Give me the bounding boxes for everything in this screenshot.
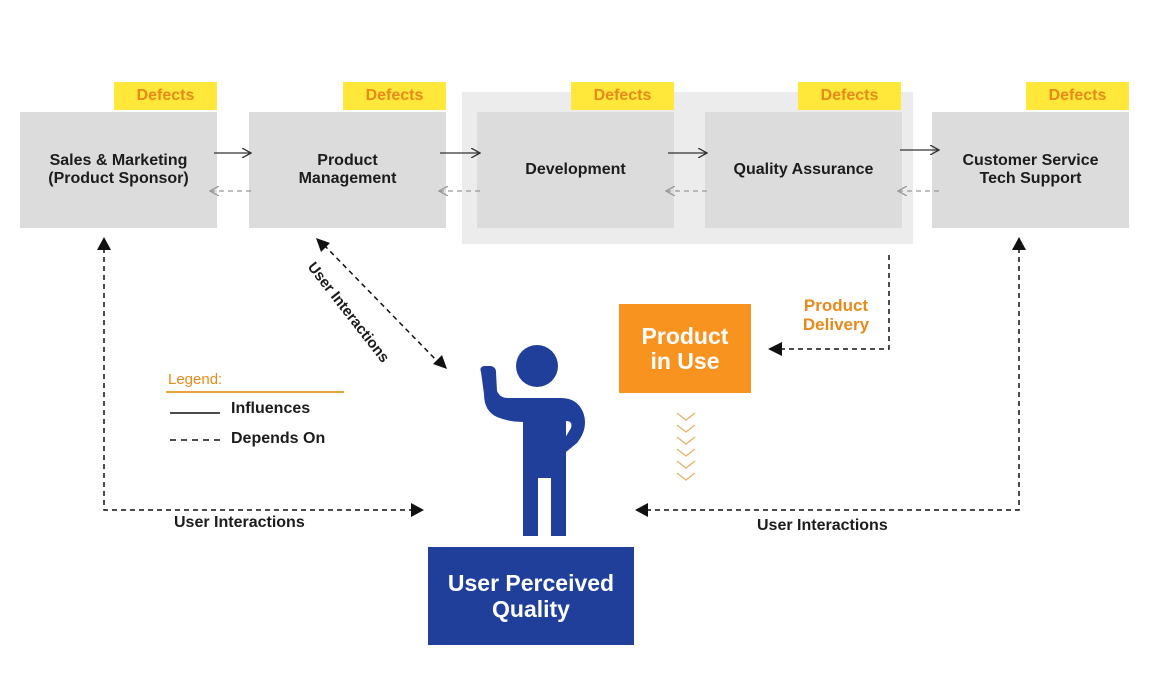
stage-label-line2: Tech Support <box>979 170 1082 187</box>
user-interactions-left-label: User Interactions <box>174 514 305 531</box>
stage-label-line1: Quality Assurance <box>733 161 874 178</box>
defect-tag-product-management: Defects <box>343 82 446 110</box>
person-icon <box>480 345 585 536</box>
product-delivery-label: Product Delivery <box>790 296 882 334</box>
influence-arrows <box>214 150 939 153</box>
product-delivery-line2: Delivery <box>802 315 870 334</box>
upq-line1: User Perceived <box>447 570 615 596</box>
diagonal-user-interaction-arrow <box>316 238 447 369</box>
stage-label-line2: Management <box>298 170 397 187</box>
product-in-use-line2: in Use <box>650 347 720 374</box>
stage-label-line2: (Product Sponsor) <box>48 170 189 187</box>
legend-title: Legend: <box>168 371 223 388</box>
left-user-interaction-arrow <box>97 237 424 517</box>
product-delivery-arrow <box>768 255 890 356</box>
defect-tag-development: Defects <box>571 82 674 110</box>
defect-tag-customer-service: Defects <box>1026 82 1129 110</box>
chevron-down-icon <box>676 412 696 481</box>
legend-influences-label: Influences <box>231 400 311 417</box>
stage-quality-assurance: Quality Assurance <box>705 112 902 228</box>
legend-depends-on-label: Depends On <box>231 430 326 447</box>
stage-label-line1: Sales & Marketing <box>49 152 188 169</box>
right-user-interaction-arrow <box>635 237 1026 517</box>
upq-line2: Quality <box>492 596 570 622</box>
stage-development: Development <box>477 112 674 228</box>
stage-label-line1: Product <box>317 152 378 169</box>
defect-tag-quality-assurance: Defects <box>798 82 901 110</box>
user-interactions-right-label: User Interactions <box>757 517 888 534</box>
stage-label-line1: Customer Service <box>962 152 1099 169</box>
legend-divider <box>166 391 344 393</box>
defect-tag-sales: Defects <box>114 82 217 110</box>
product-in-use-line1: Product <box>641 322 729 349</box>
stage-label-line1: Development <box>525 161 626 178</box>
stage-sales-marketing: Sales & Marketing(Product Sponsor) <box>20 112 217 228</box>
product-delivery-line1: Product <box>803 296 869 315</box>
